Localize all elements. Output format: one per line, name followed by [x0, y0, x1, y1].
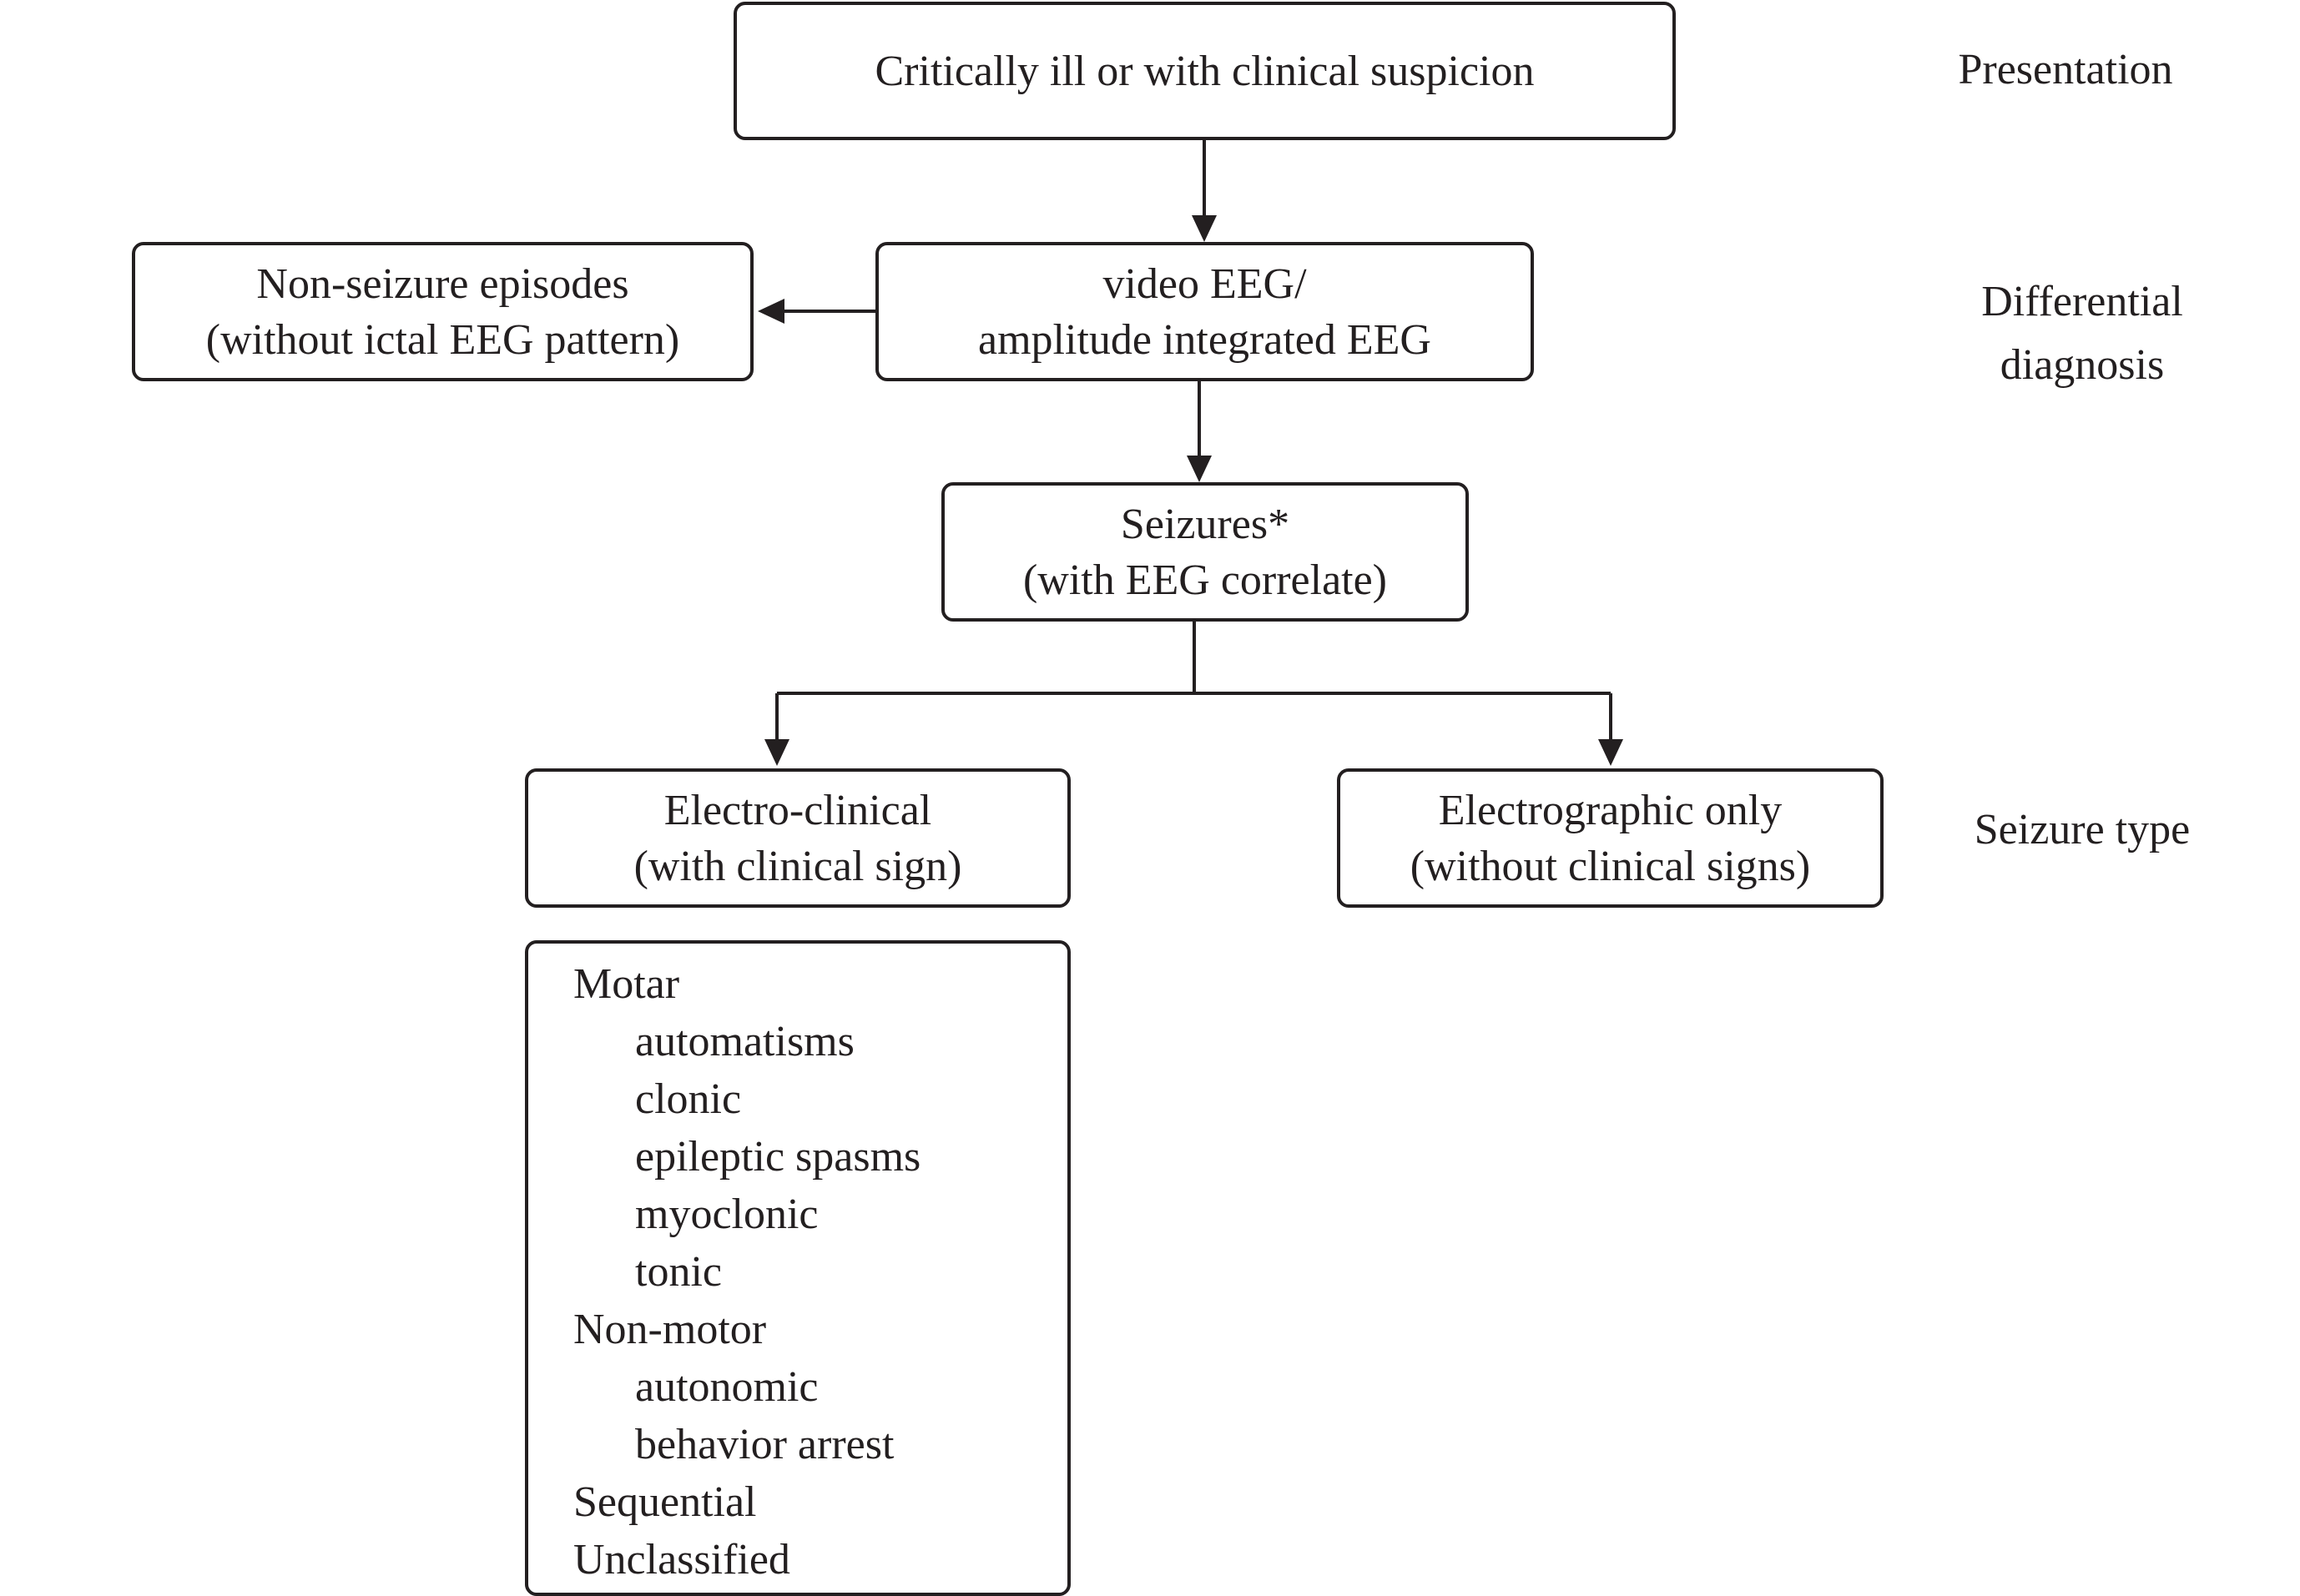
category-motor: Motar: [573, 960, 680, 1008]
node-electro-clinical: Electro-clinical (with clinical sign): [525, 768, 1071, 908]
arrowhead-eeg-to-non-seizure: [758, 299, 784, 324]
motor-item: myoclonic: [635, 1191, 819, 1238]
motor-item: tonic: [635, 1248, 722, 1296]
stage-label-presentation-line-1: Presentation: [1958, 46, 2173, 93]
arrowhead-eeg-to-seizures: [1187, 456, 1212, 482]
category-sequential: Sequential: [573, 1478, 757, 1526]
node-seizures: Seizures* (with EEG correlate): [941, 482, 1469, 622]
node-electrographic-line-2: (without clinical signs): [1410, 842, 1811, 890]
node-eeg-line-1: video EEG/: [1102, 259, 1307, 308]
node-presentation-line-1: Critically ill or with clinical suspicio…: [875, 47, 1535, 95]
clinical-signs-list: Motar automatisms clonic epileptic spasm…: [525, 940, 1071, 1596]
node-eeg-line-2: amplitude integrated EEG: [978, 315, 1431, 364]
node-presentation: Critically ill or with clinical suspicio…: [734, 2, 1676, 140]
node-seizures-line-2: (with EEG correlate): [1022, 556, 1387, 604]
category-unclassified: Unclassified: [573, 1536, 790, 1583]
arrowhead-to-electro-clinical: [764, 739, 789, 766]
stage-label-seizure-type-line-1: Seizure type: [1974, 806, 2191, 853]
stage-label-presentation: Presentation: [1894, 38, 2237, 102]
node-electrographic-only: Electrographic only (without clinical si…: [1337, 768, 1884, 908]
node-eeg: video EEG/ amplitude integrated EEG: [875, 242, 1534, 381]
motor-item: clonic: [635, 1075, 742, 1123]
non-motor-item: behavior arrest: [635, 1421, 895, 1468]
stage-label-differential-line-1: Differential: [1981, 278, 2183, 325]
node-non-seizure-line-2: (without ictal EEG pattern): [205, 315, 680, 364]
stage-label-differential-diagnosis: Differential diagnosis: [1911, 270, 2253, 397]
node-non-seizure-line-1: Non-seizure episodes: [256, 259, 629, 308]
node-non-seizure-episodes: Non-seizure episodes (without ictal EEG …: [132, 242, 754, 381]
node-electro-clinical-line-1: Electro-clinical: [663, 786, 932, 834]
stage-label-seizure-type: Seizure type: [1911, 798, 2253, 862]
node-electrographic-line-1: Electrographic only: [1438, 786, 1783, 834]
motor-item: epileptic spasms: [635, 1133, 921, 1181]
category-non-motor: Non-motor: [573, 1306, 767, 1353]
stage-label-differential-line-2: diagnosis: [2000, 341, 2165, 389]
node-seizures-line-1: Seizures*: [1120, 500, 1290, 548]
arrowhead-to-electrographic: [1598, 739, 1623, 766]
arrowhead-presentation-to-eeg: [1192, 215, 1217, 242]
non-motor-item: autonomic: [635, 1363, 819, 1411]
node-electro-clinical-line-2: (with clinical sign): [633, 842, 962, 890]
motor-item: automatisms: [635, 1018, 855, 1065]
